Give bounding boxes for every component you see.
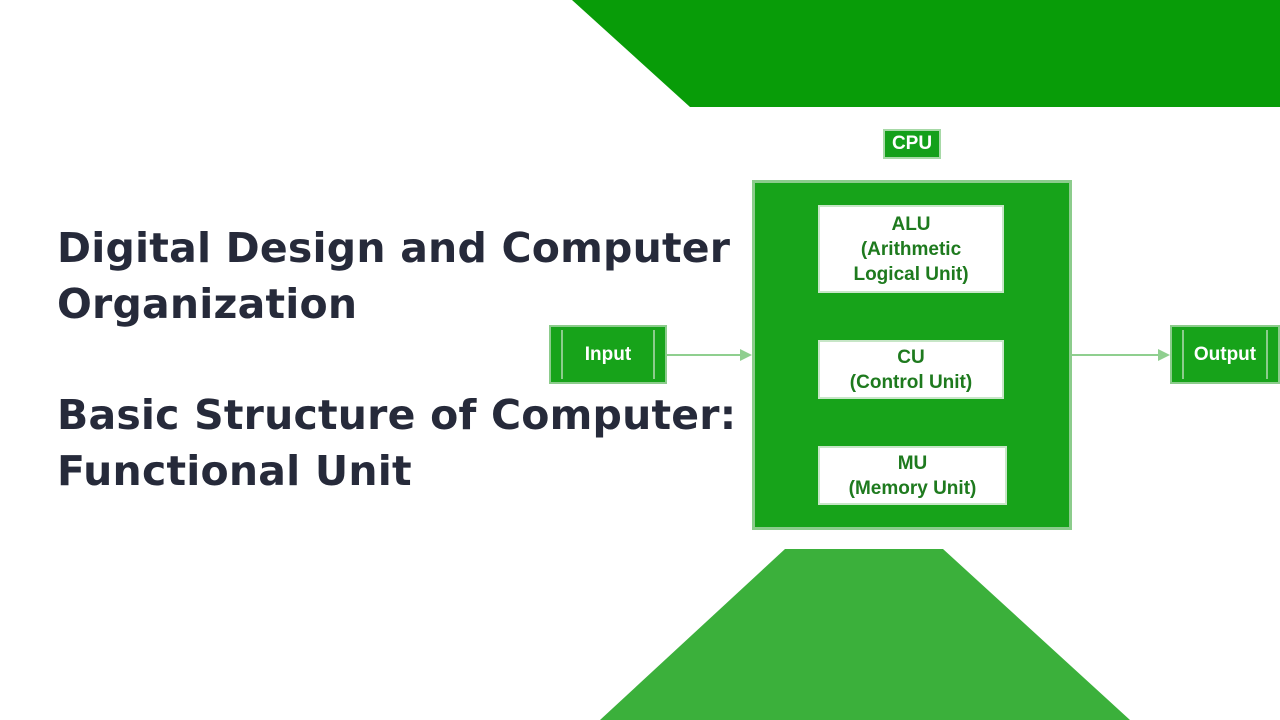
cu-box: CU (Control Unit) [818, 340, 1004, 399]
slide-title: Digital Design and Computer Organization… [57, 220, 737, 499]
input-label: Input [584, 343, 632, 365]
subtitle-line-1: Basic Structure of Computer: [57, 391, 737, 439]
output-box: Output [1170, 325, 1280, 384]
alu-label: ALU [891, 213, 931, 235]
mu-label: MU [897, 452, 928, 474]
subtitle-line-2: Functional Unit [57, 447, 412, 495]
output-label: Output [1193, 343, 1257, 365]
bottom-green-shape [600, 549, 1130, 720]
alu-desc-1: (Arithmetic [860, 238, 962, 260]
top-green-shape [572, 0, 1280, 107]
alu-desc-2: Logical Unit) [853, 263, 969, 285]
cu-label: CU [897, 346, 925, 368]
cpu-label: CPU [883, 129, 941, 159]
mu-box: MU (Memory Unit) [818, 446, 1007, 505]
mu-desc: (Memory Unit) [848, 477, 977, 499]
title-line-1: Digital Design and Computer [57, 224, 731, 272]
title-line-2: Organization [57, 280, 358, 328]
alu-box: ALU (Arithmetic Logical Unit) [818, 205, 1004, 293]
cu-desc: (Control Unit) [849, 371, 973, 393]
cpu-label-text: CPU [891, 133, 933, 154]
input-box: Input [549, 325, 667, 384]
